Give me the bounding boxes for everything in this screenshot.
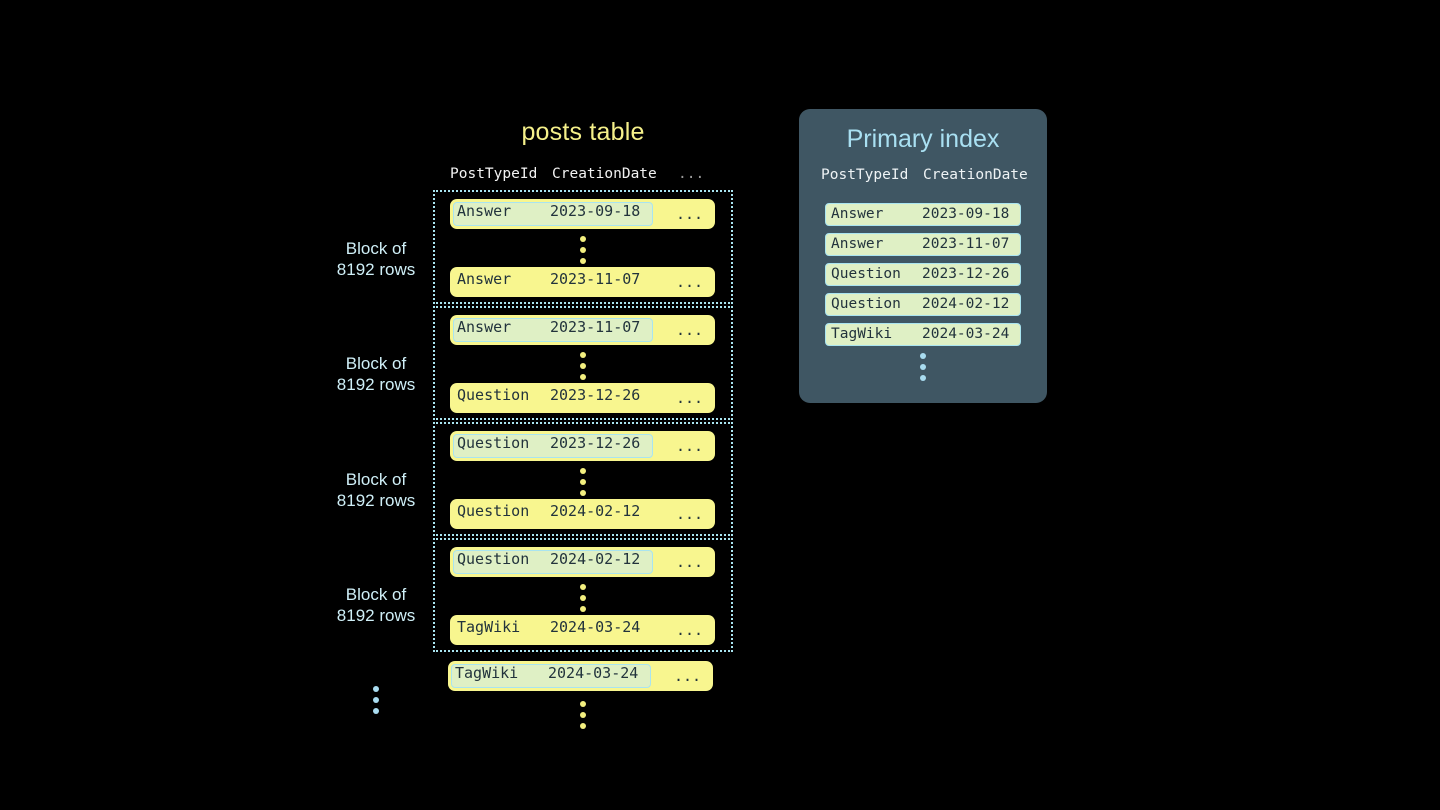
table-block: Question 2023-12-26 ... Question 2024-02… [433,422,733,536]
cell-creationdate: 2023-11-07 [550,318,641,336]
row-mark-highlight [453,318,653,342]
block-label-line1: Block of [345,239,407,258]
cell-posttypeid: Answer [457,318,512,336]
cell-creationdate: 2023-11-07 [550,270,641,288]
block-label: Block of 8192 rows [296,238,456,280]
rows-ellipsis-icon [580,236,586,264]
index-row[interactable]: Answer 2023-11-07 [825,233,1021,256]
posts-table-column-header: PostTypeId CreationDate ... [433,166,733,186]
table-row[interactable]: Question 2024-02-12 ... [450,547,715,577]
table-block: Answer 2023-09-18 ... Answer 2023-11-07 … [433,190,733,304]
table-row[interactable]: TagWiki 2024-03-24 ... [448,661,713,691]
block-label: Block of 8192 rows [296,584,456,626]
posts-table-title: posts table [521,118,645,146]
primary-index-rows: Answer 2023-09-18 Answer 2023-11-07 Ques… [825,203,1021,353]
cell-creationdate: 2023-11-07 [922,236,1010,252]
rows-ellipsis-icon [580,352,586,380]
cell-posttypeid: Question [457,502,530,520]
table-block: Answer 2023-11-07 ... Question 2023-12-2… [433,306,733,420]
cell-posttypeid: Answer [457,202,512,220]
rows-ellipsis-icon [580,468,586,496]
primary-index-ellipsis-container [799,353,1047,393]
table-row[interactable]: Question 2024-02-12 ... [450,499,715,529]
block-label-line1: Block of [345,585,407,604]
table-row[interactable]: Answer 2023-09-18 ... [450,199,715,229]
block-label: Block of 8192 rows [296,469,456,511]
cell-creationdate: 2023-09-18 [922,206,1010,222]
table-trailing-ellipsis-container [433,701,733,741]
primary-index-panel: Primary index PostTypeId CreationDate An… [799,109,1047,403]
column-header-posttypeid: PostTypeId [821,167,909,183]
cell-creationdate: 2024-03-24 [548,664,639,682]
index-row[interactable]: Question 2024-02-12 [825,293,1021,316]
cell-posttypeid: TagWiki [455,664,519,682]
cell-ellipsis: ... [676,505,704,523]
block-label-line1: Block of [345,470,407,489]
cell-ellipsis: ... [674,667,702,685]
block-label-line2: 8192 rows [336,375,416,394]
table-block: Question 2024-02-12 ... TagWiki 2024-03-… [433,538,733,652]
cell-creationdate: 2023-12-26 [922,266,1010,282]
block-label: Block of 8192 rows [296,353,456,395]
index-row[interactable]: TagWiki 2024-03-24 [825,323,1021,346]
index-row[interactable]: Answer 2023-09-18 [825,203,1021,226]
trailing-row-container: TagWiki 2024-03-24 ... [433,661,733,691]
block-label-line2: 8192 rows [336,260,416,279]
cell-ellipsis: ... [676,437,704,455]
primary-index-column-header: PostTypeId CreationDate [799,167,1047,187]
cell-creationdate: 2024-02-12 [550,502,641,520]
cell-creationdate: 2023-12-26 [550,434,641,452]
cell-creationdate: 2024-02-12 [550,550,641,568]
table-row[interactable]: TagWiki 2024-03-24 ... [450,615,715,645]
cell-creationdate: 2023-12-26 [550,386,641,404]
table-row[interactable]: Answer 2023-11-07 ... [450,315,715,345]
column-header-creationdate: CreationDate [552,166,657,182]
cell-creationdate: 2024-03-24 [922,326,1010,342]
cell-ellipsis: ... [676,389,704,407]
row-mark-highlight [453,434,653,458]
cell-ellipsis: ... [676,553,704,571]
row-mark-highlight [453,550,653,574]
row-mark-highlight [453,202,653,226]
table-ellipsis-icon [580,701,586,729]
cell-posttypeid: Question [457,550,530,568]
posts-table-blocks: Answer 2023-09-18 ... Answer 2023-11-07 … [433,190,733,654]
block-label-line1: Block of [345,354,407,373]
cell-posttypeid: Question [457,386,530,404]
cell-posttypeid: Question [457,434,530,452]
index-row[interactable]: Question 2023-12-26 [825,263,1021,286]
cell-posttypeid: Answer [831,236,884,252]
cell-posttypeid: TagWiki [457,618,521,636]
cell-ellipsis: ... [676,321,704,339]
cell-posttypeid: Answer [457,270,512,288]
cell-creationdate: 2024-03-24 [550,618,641,636]
cell-ellipsis: ... [676,621,704,639]
block-label-line2: 8192 rows [336,606,416,625]
column-header-posttypeid: PostTypeId [450,166,538,182]
cell-posttypeid: Question [831,266,901,282]
column-header-ellipsis: ... [678,166,705,182]
cell-posttypeid: Answer [831,206,884,222]
cell-creationdate: 2024-02-12 [922,296,1010,312]
primary-index-title: Primary index [846,125,1000,153]
cell-creationdate: 2023-09-18 [550,202,641,220]
table-row[interactable]: Question 2023-12-26 ... [450,383,715,413]
table-row[interactable]: Answer 2023-11-07 ... [450,267,715,297]
cell-posttypeid: TagWiki [831,326,893,342]
rows-ellipsis-icon [580,584,586,612]
block-label-line2: 8192 rows [336,491,416,510]
row-mark-highlight [451,664,651,688]
cell-ellipsis: ... [676,205,704,223]
cell-ellipsis: ... [676,273,704,291]
index-ellipsis-icon [920,353,926,381]
cell-posttypeid: Question [831,296,901,312]
blocks-trailing-ellipsis-container [336,686,416,726]
table-row[interactable]: Question 2023-12-26 ... [450,431,715,461]
blocks-ellipsis-icon [373,686,379,714]
column-header-creationdate: CreationDate [923,167,1028,183]
